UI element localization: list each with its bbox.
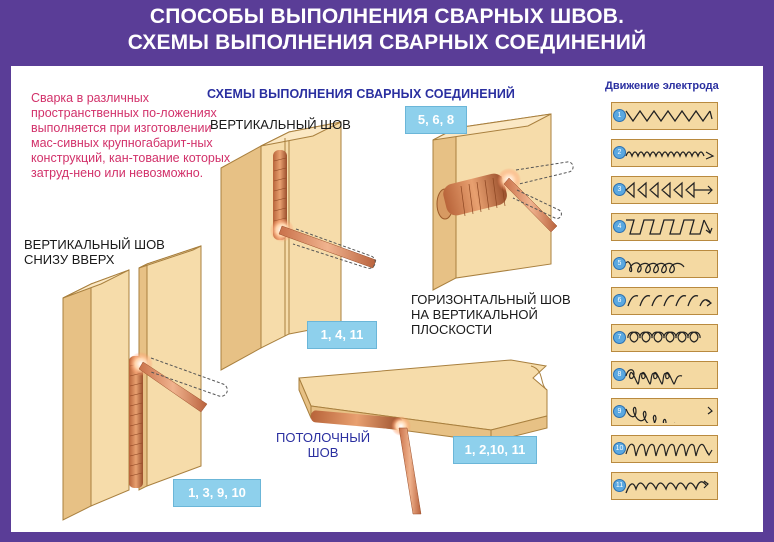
- pattern-number: 6: [613, 294, 626, 307]
- content-panel: Сварка в различных пространственных по-л…: [11, 66, 763, 532]
- bottom-up-seam-badge: 1, 3, 9, 10: [173, 479, 261, 507]
- motion-pattern-2: 2: [611, 139, 718, 167]
- horizontal-seam-plate: [432, 113, 574, 291]
- motion-pattern-4: 4: [611, 213, 718, 241]
- double-loop-motion-icon: [625, 369, 683, 385]
- motion-pattern-10: 10: [611, 435, 718, 463]
- pattern-number: 2: [613, 146, 626, 159]
- title-line-1: СПОСОБЫ ВЫПОЛНЕНИЯ СВАРНЫХ ШВОВ.: [149, 5, 625, 28]
- loop-motion-icon: [625, 261, 685, 274]
- bottom-up-seam-label: ВЕРТИКАЛЬНЫЙ ШОВ СНИЗУ ВВЕРХ: [24, 237, 165, 267]
- horizontal-seam-badge: 5, 6, 8: [405, 106, 467, 134]
- wave-arc-motion-icon: [625, 480, 709, 494]
- vertical-weld-bead: [273, 150, 287, 240]
- motion-pattern-9: 9: [611, 398, 718, 426]
- triangle-motion-icon: [625, 181, 713, 199]
- zigzag-motion-icon: [625, 109, 713, 123]
- welding-illustrations: [62, 113, 574, 521]
- pattern-number: 8: [613, 368, 626, 381]
- vertical-seam-label: ВЕРТИКАЛЬНЫЙ ШОВ: [210, 117, 351, 132]
- title-line-2: СХЕМЫ ВЫПОЛНЕНИЯ СВАРНЫХ СОЕДИНЕНИЙ: [127, 31, 647, 54]
- motion-pattern-11: 11: [611, 472, 718, 500]
- overhead-label-line-2: ШОВ: [307, 445, 339, 460]
- motion-pattern-1: 1: [611, 102, 718, 130]
- overhead-seam-badge: 1, 2,10, 11: [453, 436, 537, 464]
- circle-motion-icon: [627, 331, 701, 343]
- schemes-heading: СХЕМЫ ВЫПОЛНЕНИЯ СВАРНЫХ СОЕДИНЕНИЙ: [207, 87, 516, 101]
- overhead-weld-bead: [310, 410, 403, 430]
- pattern-number: 10: [613, 442, 626, 455]
- vertical-seam-plate: [220, 121, 377, 371]
- horizontal-weld-bead: [443, 173, 507, 216]
- pattern-number: 11: [613, 479, 626, 492]
- welding-note: Сварка в различных пространственных по-л…: [31, 91, 231, 180]
- spiral-motion-icon: [625, 406, 713, 423]
- small-wave-motion-icon: [625, 151, 715, 160]
- arc-zigzag-motion-icon: [625, 443, 713, 457]
- overhead-label-line-1: ПОТОЛОЧНЫЙ: [276, 430, 371, 445]
- horizontal-seam-label: ГОРИЗОНТАЛЬНЫЙ ШОВ НА ВЕРТИКАЛЬНОЙ ПЛОСК…: [411, 292, 571, 337]
- electrode-motion-title: Движение электрода: [605, 80, 719, 92]
- pattern-number: 5: [613, 257, 626, 270]
- motion-pattern-3: 3: [611, 176, 718, 204]
- motion-pattern-5: 5: [611, 250, 718, 278]
- motion-pattern-8: 8: [611, 361, 718, 389]
- horizontal-label-line-1: ГОРИЗОНТАЛЬНЫЙ ШОВ: [411, 292, 571, 307]
- motion-pattern-6: 6: [611, 287, 718, 315]
- overhead-seam-label: ПОТОЛОЧНЫЙ ШОВ: [276, 430, 370, 460]
- vertical-seam-badge: 1, 4, 11: [307, 321, 377, 349]
- crescent-motion-icon: [627, 295, 713, 307]
- poster-title: СПОСОБЫ ВЫПОЛНЕНИЯ СВАРНЫХ ШВОВ. СХЕМЫ В…: [0, 4, 774, 56]
- bottom-up-label-line-1: ВЕРТИКАЛЬНЫЙ ШОВ: [24, 237, 165, 252]
- pattern-number: 1: [613, 109, 626, 122]
- square-wave-motion-icon: [626, 219, 713, 235]
- bottom-up-seam-blocks: [62, 245, 228, 521]
- overhead-seam-plate: [298, 359, 548, 515]
- horizontal-label-line-3: ПЛОСКОСТИ: [411, 322, 493, 337]
- pattern-number: 7: [613, 331, 626, 344]
- pattern-number: 3: [613, 183, 626, 196]
- bottom-up-weld-bead: [129, 356, 143, 488]
- horizontal-label-line-2: НА ВЕРТИКАЛЬНОЙ: [411, 307, 538, 322]
- bottom-up-label-line-2: СНИЗУ ВВЕРХ: [24, 252, 115, 267]
- pattern-number: 9: [613, 405, 626, 418]
- motion-pattern-7: 7: [611, 324, 718, 352]
- pattern-number: 4: [613, 220, 626, 233]
